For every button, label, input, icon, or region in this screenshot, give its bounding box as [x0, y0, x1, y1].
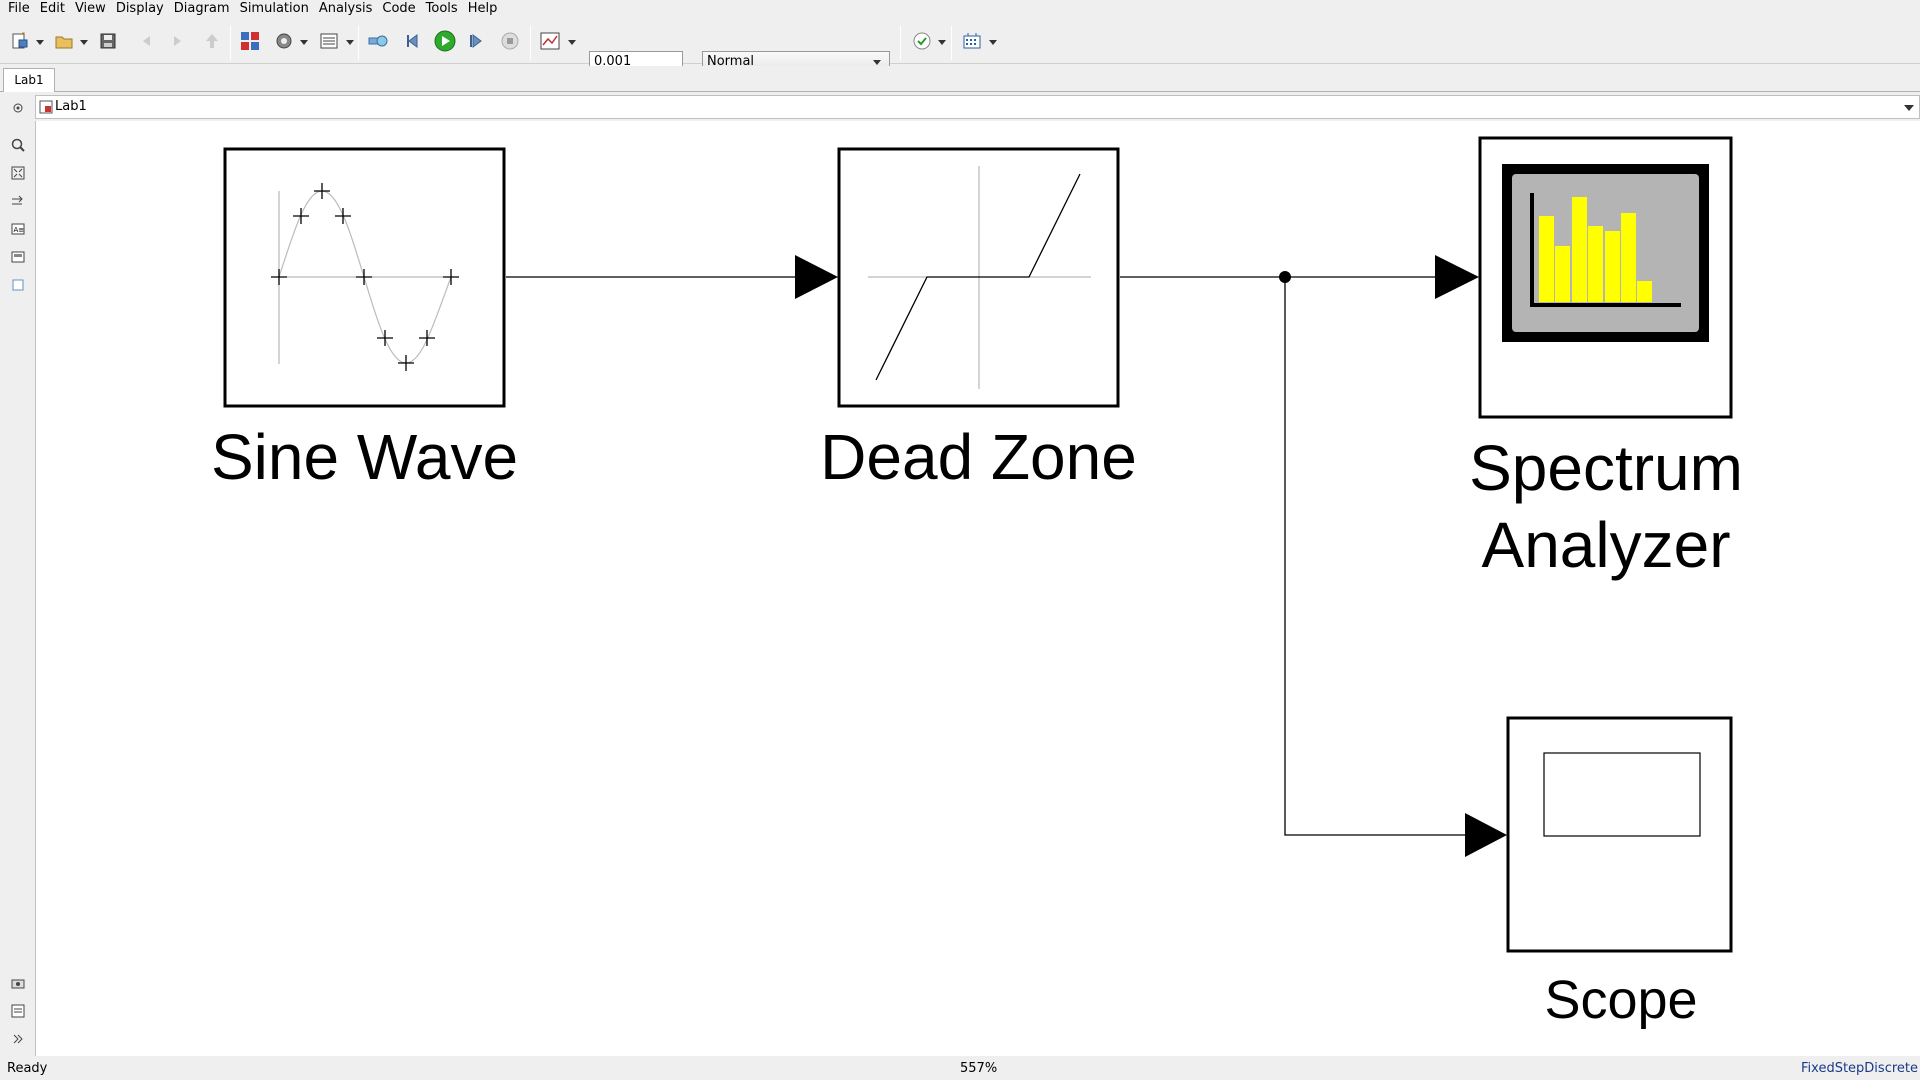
- open-icon[interactable]: [52, 30, 76, 52]
- diagram-svg: [223, 136, 1733, 953]
- model-explorer-dropdown[interactable]: [346, 40, 354, 45]
- spectrum-bars: [1539, 197, 1652, 302]
- menu-code[interactable]: Code: [382, 1, 416, 16]
- model-canvas[interactable]: Sine Wave Dead Zone Spectrum Analyzer Sc…: [35, 121, 1920, 1056]
- step-forward-icon[interactable]: [465, 30, 489, 52]
- log-signals-icon[interactable]: [366, 30, 390, 52]
- model-config-dropdown[interactable]: [300, 40, 308, 45]
- save-icon[interactable]: [96, 30, 120, 52]
- menu-help[interactable]: Help: [467, 1, 498, 16]
- step-back-icon[interactable]: [401, 30, 425, 52]
- open-dropdown[interactable]: [80, 40, 88, 45]
- simulation-mode-value: Normal: [707, 54, 755, 69]
- forward-icon[interactable]: [166, 30, 190, 52]
- menu-edit[interactable]: Edit: [39, 1, 65, 16]
- signal-lines: [506, 255, 1507, 857]
- library-browser-icon[interactable]: [238, 30, 262, 52]
- image-icon[interactable]: [9, 248, 26, 265]
- address-bar[interactable]: Lab1: [35, 95, 1920, 119]
- sine-sample-markers: [271, 183, 459, 371]
- address-path: Lab1: [55, 99, 87, 114]
- menu-simulation[interactable]: Simulation: [239, 1, 309, 16]
- model-icon: [39, 100, 53, 118]
- zoom-level: 557%: [960, 1061, 998, 1076]
- left-palette: A≡: [0, 94, 34, 1056]
- build-dropdown[interactable]: [989, 40, 997, 45]
- solver-link[interactable]: FixedStepDiscrete: [1801, 1061, 1918, 1076]
- up-icon[interactable]: [200, 30, 224, 52]
- check-icon[interactable]: [910, 30, 934, 52]
- spectrum-analyzer-block[interactable]: [1478, 136, 1733, 419]
- run-icon[interactable]: [433, 30, 457, 52]
- data-inspector-icon[interactable]: [538, 30, 562, 52]
- arrow-icon[interactable]: [9, 192, 26, 209]
- model-explorer-icon[interactable]: [317, 30, 341, 52]
- chevron-down-icon: [873, 60, 881, 65]
- stop-icon[interactable]: [498, 30, 522, 52]
- svg-text:A≡: A≡: [13, 226, 24, 234]
- status-bar: Ready 557% FixedStepDiscrete: [0, 1058, 1920, 1080]
- new-model-icon[interactable]: [8, 30, 32, 52]
- dead-zone-block[interactable]: [837, 147, 1120, 408]
- zoom-icon[interactable]: [9, 136, 26, 153]
- menu-analysis[interactable]: Analysis: [318, 1, 373, 16]
- build-icon[interactable]: [960, 30, 984, 52]
- tab-lab1[interactable]: Lab1: [3, 68, 55, 92]
- data-inspector-dropdown[interactable]: [568, 40, 576, 45]
- check-dropdown[interactable]: [938, 40, 946, 45]
- menu-tools[interactable]: Tools: [425, 1, 458, 16]
- area-icon[interactable]: [9, 276, 26, 293]
- sine-wave-label: Sine Wave: [210, 421, 519, 493]
- model-config-icon[interactable]: [272, 30, 296, 52]
- scope-block[interactable]: [1506, 716, 1733, 953]
- sine-wave-block[interactable]: [223, 147, 506, 408]
- menu-display[interactable]: Display: [115, 1, 164, 16]
- back-icon[interactable]: [134, 30, 158, 52]
- toolbar: Normal: [0, 20, 1920, 72]
- tab-strip: Lab1: [0, 66, 1920, 92]
- menu-bar: File Edit View Display Diagram Simulatio…: [0, 0, 1920, 18]
- new-model-dropdown[interactable]: [36, 40, 44, 45]
- scope-label: Scope: [1544, 970, 1698, 1030]
- dead-zone-label: Dead Zone: [820, 421, 1137, 493]
- hide-browser-icon[interactable]: [9, 99, 26, 116]
- annotation-icon[interactable]: A≡: [9, 220, 26, 237]
- menu-diagram[interactable]: Diagram: [173, 1, 230, 16]
- menu-file[interactable]: File: [8, 1, 30, 16]
- spectrum-label-line1: Spectrum: [1469, 432, 1743, 504]
- fit-to-view-icon[interactable]: [9, 164, 26, 181]
- status-text: Ready: [7, 1061, 48, 1076]
- screenshot-icon[interactable]: [9, 974, 26, 991]
- report-icon[interactable]: [9, 1002, 26, 1019]
- spectrum-label-line2: Analyzer: [1481, 509, 1731, 581]
- expand-chevron-icon[interactable]: [9, 1030, 26, 1047]
- chevron-down-icon[interactable]: [1904, 105, 1914, 111]
- menu-view[interactable]: View: [74, 1, 106, 16]
